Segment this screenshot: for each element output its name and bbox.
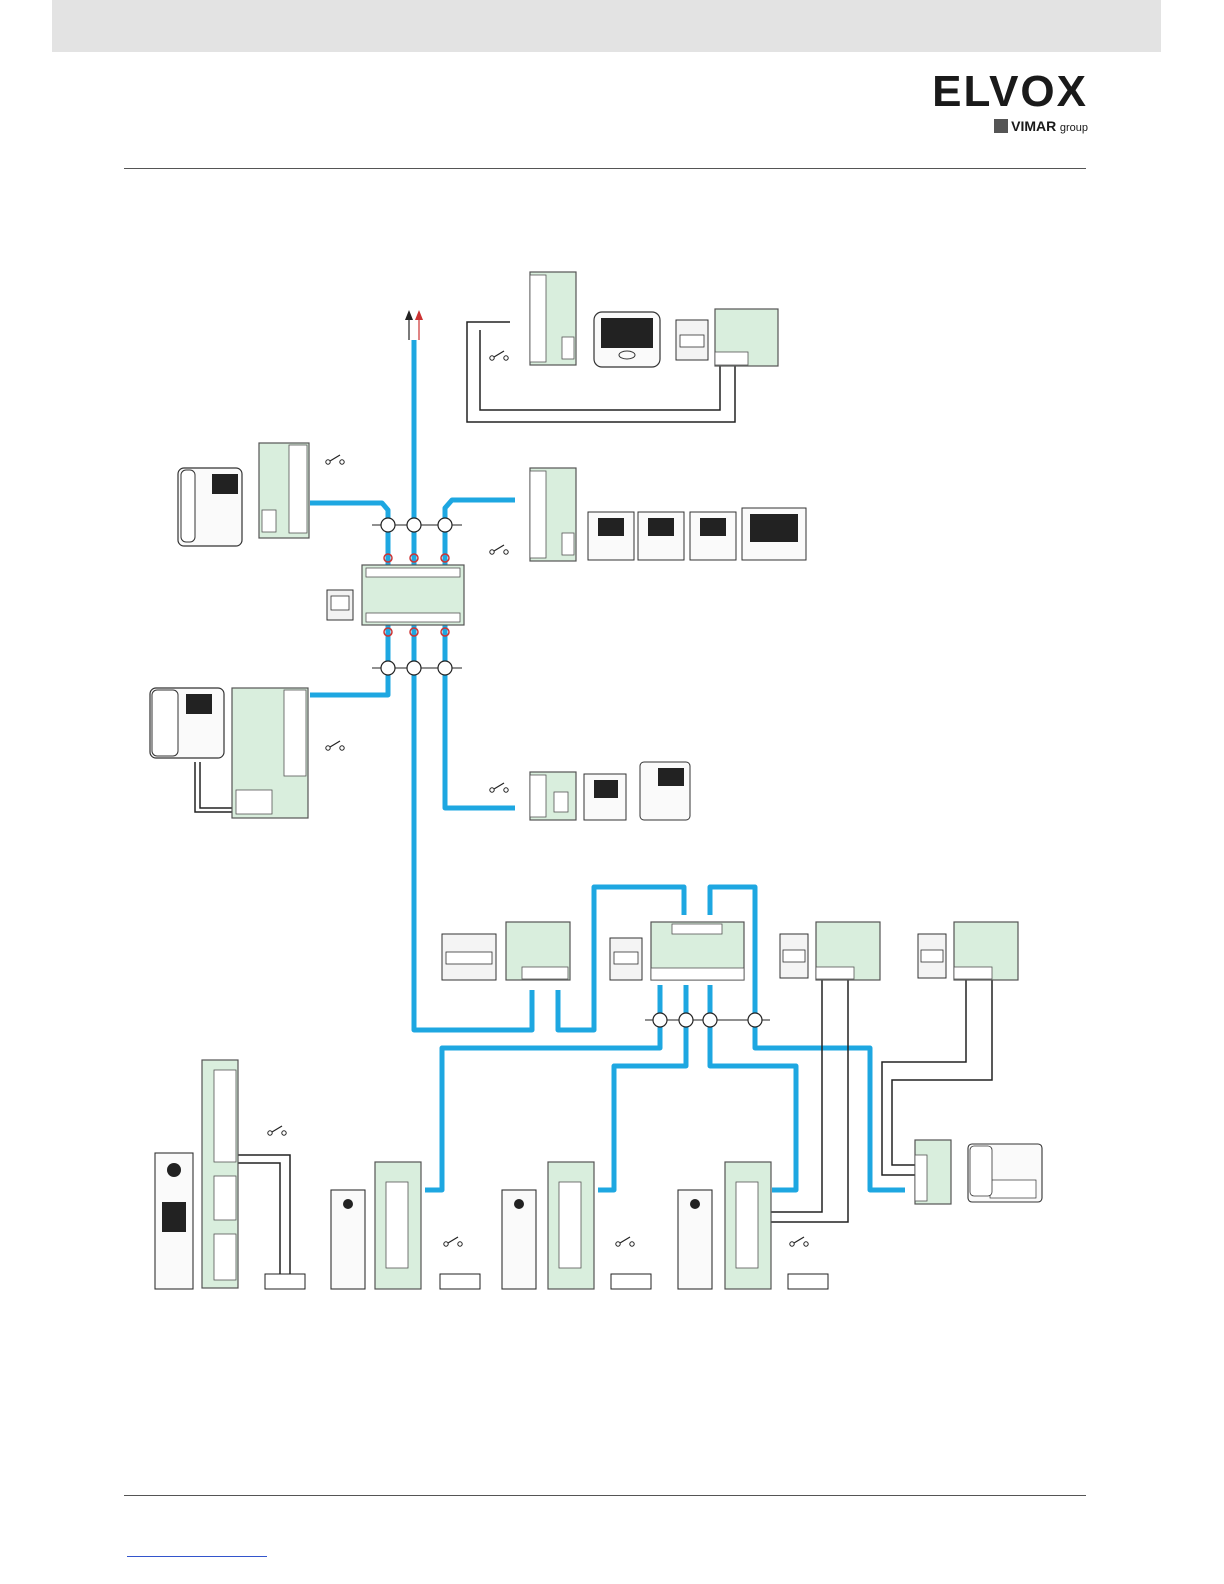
monitor-icon	[584, 774, 626, 820]
door-panel-icon	[502, 1190, 536, 1289]
interface-module	[816, 922, 880, 980]
terminal-module	[232, 688, 344, 818]
terminal-module	[725, 1162, 828, 1289]
interface-module	[715, 309, 778, 366]
monitor-row	[588, 508, 806, 560]
door-panel-icon	[678, 1190, 712, 1289]
terminal-module	[490, 272, 576, 365]
bus-lines	[310, 340, 905, 1190]
door-panel-icon	[331, 1190, 365, 1289]
intercom-handset-icon	[178, 468, 242, 546]
power-supply-icon	[780, 934, 808, 978]
distributor-top	[362, 554, 464, 636]
monitor-icon	[594, 312, 660, 367]
intercom-handset-icon	[150, 688, 224, 758]
distributor-bottom	[651, 922, 744, 980]
power-supply-icon	[610, 938, 642, 980]
switchboard-icon	[968, 1144, 1042, 1202]
terminal-module	[490, 772, 576, 820]
interface-module	[954, 922, 1018, 980]
switchboard-power-supply	[442, 934, 496, 980]
door-panel-icon	[155, 1153, 193, 1289]
terminal-module	[375, 1162, 480, 1289]
footer-rule	[124, 1495, 1086, 1496]
terminal-module	[548, 1162, 651, 1289]
power-supply-icon	[327, 590, 353, 620]
bus-arrows	[405, 310, 423, 340]
power-supply-icon	[676, 320, 708, 360]
interface-module	[506, 922, 570, 980]
footer-link-underline[interactable]	[127, 1556, 267, 1557]
terminal-module	[490, 468, 576, 561]
terminal-module	[915, 1140, 951, 1204]
power-supply-icon	[918, 934, 946, 978]
intercom-handset-icon	[640, 762, 690, 820]
terminal-module	[259, 443, 344, 538]
